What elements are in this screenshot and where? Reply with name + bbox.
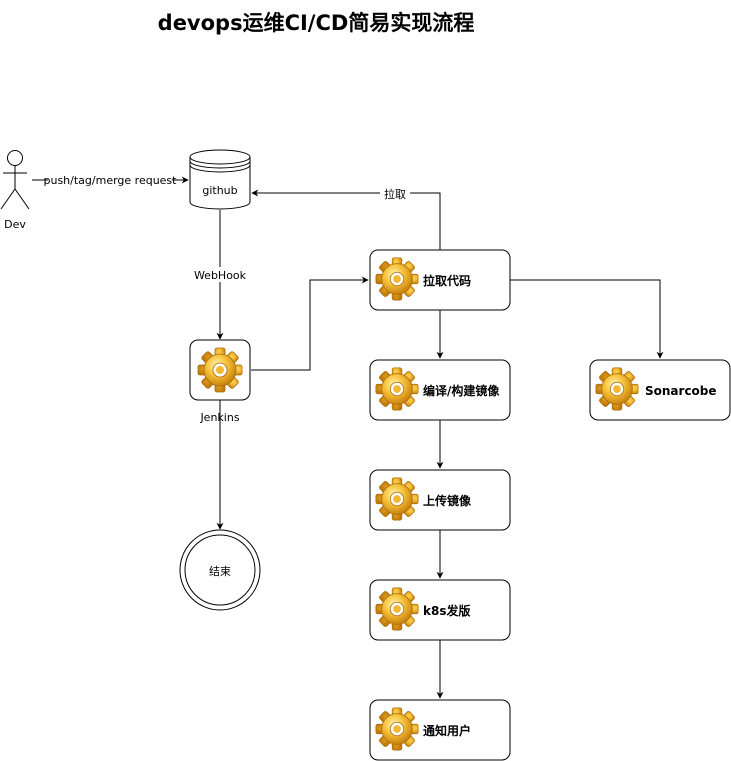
gear-icon [375,257,419,301]
dev-actor-icon [0,150,30,210]
edge-push-label: push/tag/merge request [44,174,178,187]
gear-icon [375,707,419,751]
gear-icon [375,587,419,631]
step-notify-user-label: 通知用户 [423,723,471,738]
github-repo-label: github [202,184,237,197]
jenkins-gear-icon [197,347,243,393]
page-title: devops运维CI/CD简易实现流程 [158,11,475,35]
gear-icon [595,367,639,411]
step-build-image-label: 编译/构建镜像 [422,383,500,398]
edge-pull-to-sonar [510,279,664,359]
step-pull-code-label: 拉取代码 [423,273,471,288]
step-upload-image-label: 上传镜像 [423,493,472,508]
edge-pull [251,189,441,250]
end-node[interactable] [179,529,261,611]
github-repo-node[interactable] [189,149,251,210]
edge-jenkins-to-pull [251,276,369,371]
dev-actor-label: Dev [4,218,26,231]
gear-icon [375,477,419,521]
step-sonar-label: Sonarcobe [645,384,717,398]
gear-icon [375,367,419,411]
edge-pull-label: 拉取 [384,187,406,201]
end-label: 结束 [209,565,231,578]
step-k8s-deploy-label: k8s发版 [423,603,470,618]
edge-webhook-label: WebHook [194,269,247,282]
